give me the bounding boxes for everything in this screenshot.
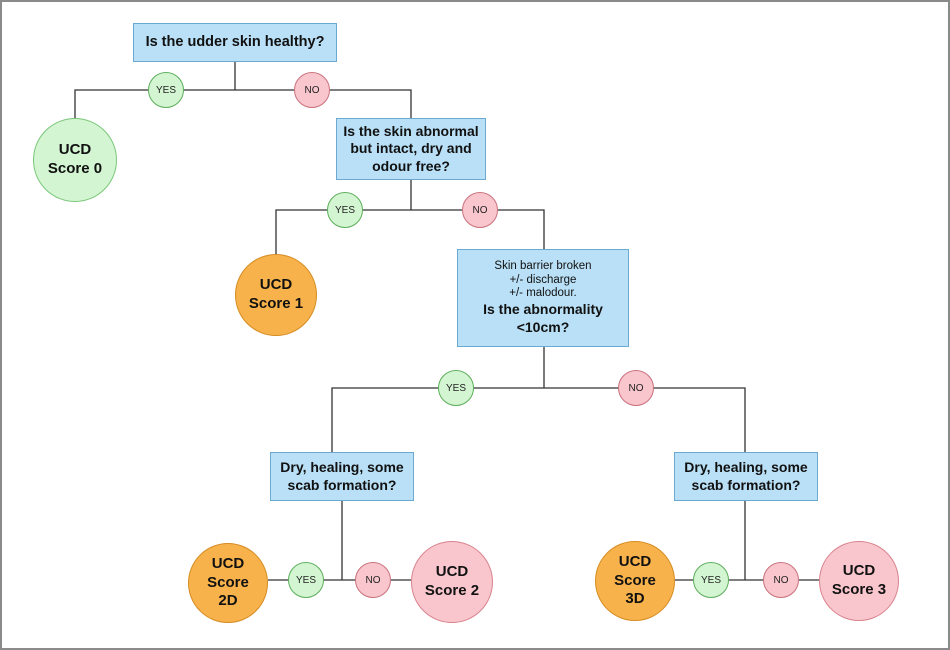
yes-tag-q3: YES bbox=[438, 370, 474, 406]
connector-q2-yes bbox=[275, 209, 411, 254]
question-text: Is the udder skin healthy? bbox=[145, 34, 325, 51]
tag-text: YES bbox=[295, 574, 316, 586]
question-healing-right: Dry, healing, some scab formation? bbox=[674, 452, 818, 501]
outcome-ucd-score-0: UCD Score 0 bbox=[33, 118, 117, 202]
note-discharge: +/- discharge bbox=[509, 273, 577, 286]
question-text: Dry, healing, some scab formation? bbox=[280, 459, 404, 493]
yes-tag-q4-left: YES bbox=[288, 562, 324, 598]
outcome-ucd-score-3: UCD Score 3 bbox=[819, 541, 899, 621]
tag-text: NO bbox=[472, 204, 488, 216]
yes-tag-q2: YES bbox=[327, 192, 363, 228]
outcome-label: UCD Score 1 bbox=[248, 276, 304, 312]
tag-text: YES bbox=[334, 204, 355, 216]
tag-text: NO bbox=[773, 574, 789, 586]
outcome-ucd-score-2: UCD Score 2 bbox=[411, 541, 493, 623]
tag-text: NO bbox=[304, 84, 320, 96]
connector-q3-yes bbox=[331, 387, 544, 452]
outcome-label: UCD Score 0 bbox=[47, 141, 103, 177]
outcome-ucd-score-1: UCD Score 1 bbox=[235, 254, 317, 336]
connector-q2-no bbox=[411, 209, 545, 249]
connector-q1-no bbox=[235, 89, 412, 118]
connector-q3-no bbox=[544, 387, 746, 452]
tag-text: YES bbox=[155, 84, 176, 96]
note-malodour: +/- malodour. bbox=[509, 287, 577, 300]
tag-text: YES bbox=[445, 382, 466, 394]
no-tag-q2: NO bbox=[462, 192, 498, 228]
tag-text: YES bbox=[700, 574, 721, 586]
no-tag-q4-right: NO bbox=[763, 562, 799, 598]
no-tag-q3: NO bbox=[618, 370, 654, 406]
outcome-ucd-score-3d: UCD Score 3D bbox=[595, 541, 675, 621]
question-udder-skin-healthy: Is the udder skin healthy? bbox=[133, 23, 337, 62]
outcome-label: UCD Score 3 bbox=[831, 562, 887, 598]
question-text: Is the abnormality <10cm? bbox=[483, 301, 603, 335]
outcome-label: UCD Score 2D bbox=[207, 554, 249, 610]
yes-tag-q4-right: YES bbox=[693, 562, 729, 598]
outcome-label: UCD Score 3D bbox=[614, 552, 656, 608]
question-healing-left: Dry, healing, some scab formation? bbox=[270, 452, 414, 501]
note-skin-barrier: Skin barrier broken bbox=[494, 259, 592, 272]
outcome-ucd-score-2d: UCD Score 2D bbox=[188, 543, 268, 623]
question-text: Dry, healing, some scab formation? bbox=[684, 459, 808, 493]
no-tag-q1: NO bbox=[294, 72, 330, 108]
tag-text: NO bbox=[628, 382, 644, 394]
outcome-label: UCD Score 2 bbox=[424, 563, 480, 599]
question-text: Is the skin abnormal but intact, dry and… bbox=[343, 122, 479, 174]
question-skin-abnormal-intact: Is the skin abnormal but intact, dry and… bbox=[336, 118, 486, 180]
no-tag-q4-left: NO bbox=[355, 562, 391, 598]
question-abnormality-size: Skin barrier broken +/- discharge +/- ma… bbox=[457, 249, 629, 347]
tag-text: NO bbox=[365, 574, 381, 586]
yes-tag-q1: YES bbox=[148, 72, 184, 108]
